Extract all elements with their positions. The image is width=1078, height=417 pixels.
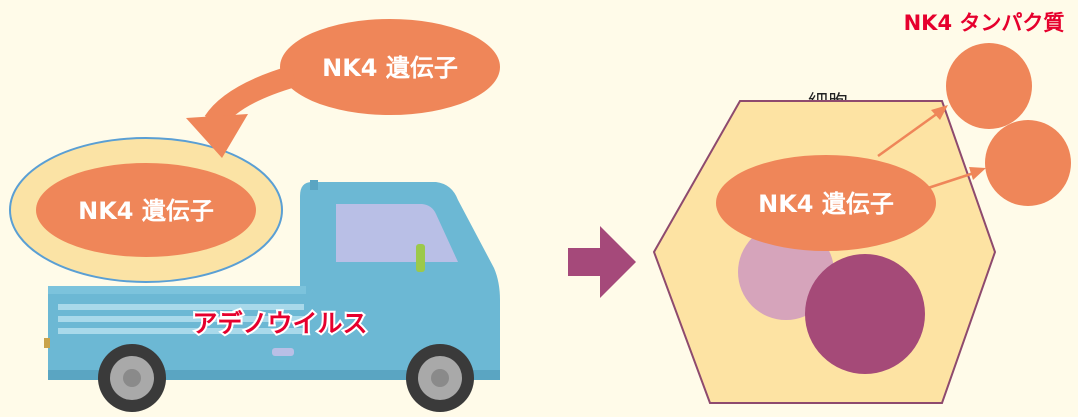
truck-icon: アデノウイルス — [44, 180, 500, 412]
truck-bed-top — [48, 286, 306, 294]
nucleus-large — [805, 254, 925, 374]
protein-arrow — [877, 105, 948, 158]
truck-roof-lip — [310, 180, 318, 190]
gene-ellipse-cell — [716, 155, 936, 251]
gene-top: NK4 遺伝子 — [280, 19, 500, 115]
truck-stripe — [58, 328, 304, 334]
protein-ball — [946, 43, 1032, 129]
truck-door-handle — [272, 348, 294, 356]
truck-underside — [48, 370, 500, 380]
gene-label-virus: NK4 遺伝子 — [78, 197, 214, 225]
protein-title: NK4 タンパク質 — [904, 11, 1065, 35]
gene-ellipse-virus — [36, 163, 256, 257]
truck-mirror — [416, 244, 425, 272]
wheel-rear — [98, 344, 166, 412]
cell: 細胞 NK4 遺伝子 — [652, 90, 997, 404]
truck-window — [336, 204, 458, 262]
gene-capsule: NK4 遺伝子 — [9, 137, 283, 283]
gene-ellipse-top — [280, 19, 500, 115]
wheel-front — [406, 344, 474, 412]
virus-label: アデノウイルス — [192, 309, 367, 338]
truck-tail-light — [44, 338, 50, 348]
truck-stripe — [58, 304, 304, 310]
gene-label-cell: NK4 遺伝子 — [758, 190, 894, 218]
gene-label-top: NK4 遺伝子 — [322, 54, 458, 82]
protein-ball — [985, 120, 1071, 206]
protein-arrow — [927, 167, 986, 190]
truck-stripe — [58, 316, 304, 322]
right-arrow-icon — [568, 226, 636, 298]
protein-output: NK4 タンパク質 — [877, 11, 1071, 206]
curved-arrow-icon — [186, 65, 298, 158]
